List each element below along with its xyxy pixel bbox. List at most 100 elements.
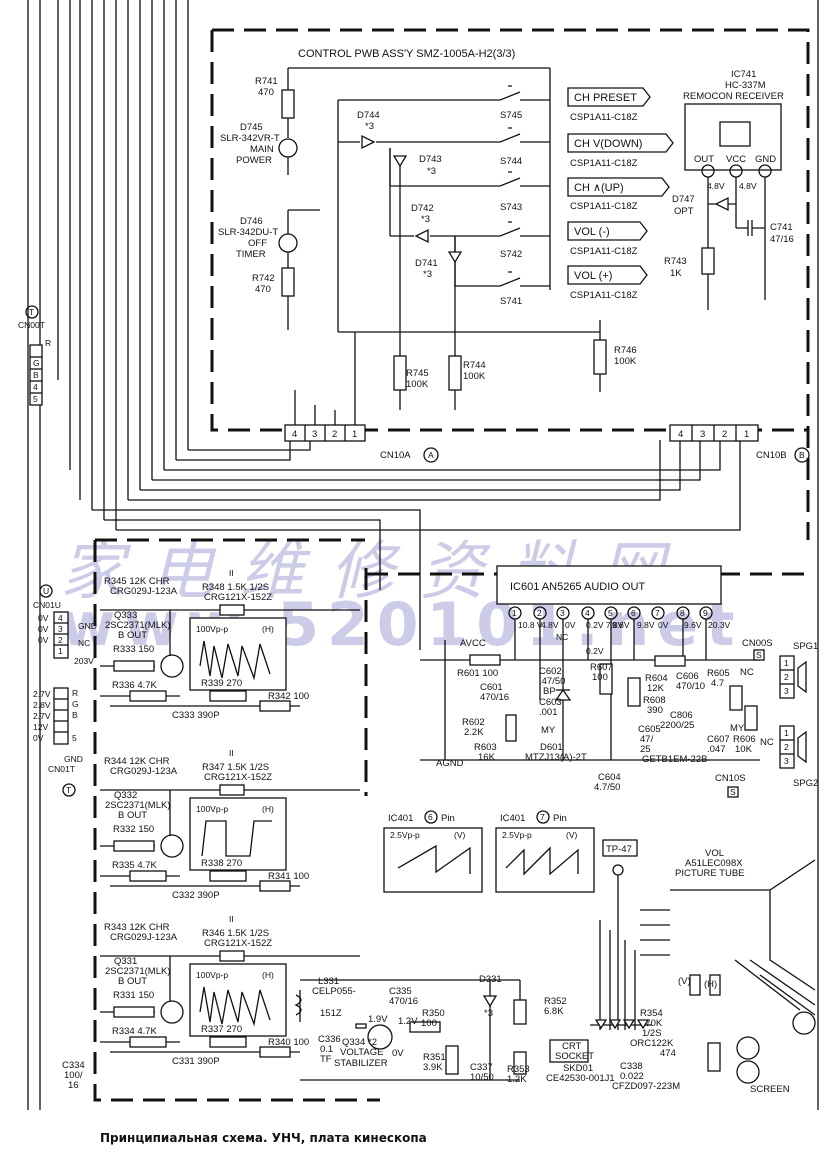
svg-text:8: 8 (680, 608, 685, 618)
svg-text:C333 390P: C333 390P (172, 710, 220, 721)
svg-text:100/: 100/ (64, 1070, 83, 1081)
svg-text:100: 100 (421, 1018, 437, 1029)
svg-text:S743: S743 (500, 202, 522, 213)
svg-text:L331: L331 (318, 976, 339, 987)
svg-text:R334 4.7K: R334 4.7K (112, 1026, 158, 1037)
svg-text:470/16: 470/16 (389, 996, 418, 1007)
svg-text:R345 12K CHR: R345 12K CHR (104, 576, 170, 587)
svg-text:R335 4.7K: R335 4.7K (112, 860, 158, 871)
r741-resistor (281, 89, 295, 119)
svg-text:100: 100 (592, 672, 608, 683)
svg-text:2: 2 (537, 608, 542, 618)
ic601-audio: IC601 AN5265 AUDIO OUT 1 2 3 4 5 6 7 8 9… (420, 565, 760, 761)
svg-text:CH PRESET: CH PRESET (574, 92, 637, 104)
svg-text:9.8V: 9.8V (637, 620, 655, 630)
svg-text:G: G (33, 358, 40, 368)
svg-text:R746: R746 (614, 345, 637, 356)
svg-text:D744: D744 (357, 110, 380, 121)
svg-text:R351: R351 (423, 1052, 446, 1063)
svg-text:470K: 470K (640, 1018, 663, 1029)
svg-text:(H): (H) (262, 624, 274, 634)
svg-text:1: 1 (784, 658, 789, 668)
svg-text:16: 16 (68, 1080, 79, 1091)
svg-text:203V: 203V (74, 656, 94, 666)
svg-text:100Vp-p: 100Vp-p (196, 804, 228, 814)
svg-text:TF: TF (320, 1054, 332, 1065)
svg-text:12V: 12V (33, 722, 48, 732)
svg-text:R339 270: R339 270 (201, 678, 242, 689)
svg-text:2.2K: 2.2K (464, 727, 484, 738)
svg-text:2.7V: 2.7V (33, 711, 51, 721)
svg-text:S744: S744 (500, 156, 522, 167)
svg-text:*3: *3 (427, 166, 436, 177)
svg-text:OUT: OUT (694, 154, 714, 165)
svg-text:5: 5 (608, 608, 613, 618)
svg-text:U: U (43, 586, 49, 596)
svg-text:S745: S745 (500, 110, 522, 121)
svg-text:C336: C336 (318, 1034, 341, 1045)
svg-text:0V: 0V (658, 620, 669, 630)
svg-text:2200/25: 2200/25 (660, 720, 694, 731)
svg-text:Pin: Pin (553, 813, 567, 824)
svg-text:CRG121X-152Z: CRG121X-152Z (204, 772, 272, 783)
svg-text:R332 150: R332 150 (113, 824, 154, 835)
svg-text:CE42530-001J1: CE42530-001J1 (546, 1073, 615, 1084)
svg-text:*3: *3 (421, 214, 430, 225)
svg-text:1/2S: 1/2S (642, 1028, 662, 1039)
svg-text:100Vp-p: 100Vp-p (196, 624, 228, 634)
svg-text:*2: *2 (368, 1037, 377, 1048)
svg-text:CELP055-: CELP055- (312, 986, 356, 997)
svg-text:4.8V: 4.8V (541, 620, 559, 630)
waveform-ic401-pin6: IC401 6 Pin 2.5Vp-p (V) (383, 810, 483, 893)
svg-text:2: 2 (332, 429, 337, 440)
svg-text:OPT: OPT (674, 206, 694, 217)
svg-text:STABILIZER: STABILIZER (334, 1058, 388, 1069)
svg-text:PICTURE TUBE: PICTURE TUBE (675, 868, 745, 879)
svg-text:0V: 0V (38, 613, 49, 623)
svg-text:CRG029J-123A: CRG029J-123A (110, 932, 178, 943)
svg-text:CSP1A11-C18Z: CSP1A11-C18Z (570, 158, 638, 169)
svg-text:GETB1EM-22B: GETB1EM-22B (642, 754, 707, 765)
svg-text:HC-337M: HC-337M (725, 80, 766, 91)
svg-text:100K: 100K (614, 356, 637, 367)
svg-text:IC601 AN5265 AUDIO OUT: IC601 AN5265 AUDIO OUT (510, 581, 645, 593)
svg-text:4.7/50: 4.7/50 (594, 782, 620, 793)
svg-text:2SC2371(MLK): 2SC2371(MLK) (105, 800, 170, 811)
svg-text:100K: 100K (406, 379, 429, 390)
cn01u-connector: U CN01U 4 3 2 1 0V 0V 0V GND NC 203V (33, 584, 97, 666)
svg-text:MY: MY (541, 725, 556, 736)
svg-text:3: 3 (784, 756, 789, 766)
svg-text:CH V(DOWN): CH V(DOWN) (574, 138, 642, 150)
svg-text:4: 4 (678, 429, 683, 440)
svg-text:470/10: 470/10 (676, 681, 705, 692)
svg-text:1K: 1K (670, 268, 682, 279)
svg-text:T: T (66, 785, 71, 795)
svg-text:1: 1 (58, 646, 63, 656)
svg-text:CRG029J-123A: CRG029J-123A (110, 766, 178, 777)
svg-text:7: 7 (540, 812, 545, 822)
svg-text:Q333: Q333 (114, 610, 137, 621)
svg-text:SKD01: SKD01 (563, 1063, 593, 1074)
svg-text:SPG1: SPG1 (793, 641, 818, 652)
svg-text:R336 4.7K: R336 4.7K (112, 680, 158, 691)
svg-text:S: S (756, 650, 762, 660)
svg-text:0V: 0V (38, 635, 49, 645)
cn01t-connector: 2.7V 2.8V 2.7V 12V 0V R G B GND 5 CN01T … (33, 687, 83, 797)
svg-text:R343 12K CHR: R343 12K CHR (104, 922, 170, 933)
svg-text:SLR-342DU-T: SLR-342DU-T (218, 227, 278, 238)
svg-text:470: 470 (255, 284, 271, 295)
svg-text:REMOCON RECEIVER: REMOCON RECEIVER (683, 91, 784, 102)
svg-text:A51LEC098X: A51LEC098X (685, 858, 743, 869)
svg-text:1: 1 (352, 429, 357, 440)
svg-text:CN01T: CN01T (48, 764, 75, 774)
svg-text:R344 12K CHR: R344 12K CHR (104, 756, 170, 767)
svg-text:*3: *3 (484, 1008, 493, 1019)
svg-text:CSP1A11-C18Z: CSP1A11-C18Z (570, 201, 638, 212)
svg-text:1: 1 (784, 728, 789, 738)
svg-text:GND: GND (78, 621, 97, 631)
svg-text:2: 2 (784, 672, 789, 682)
svg-text:3: 3 (784, 686, 789, 696)
svg-text:(V): (V) (566, 830, 578, 840)
